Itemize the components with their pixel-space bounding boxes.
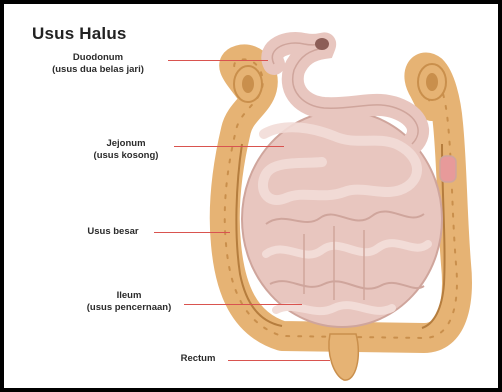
label-ileum: Ileum (usus pencernaan) <box>76 290 182 314</box>
label-large-intestine-name: Usus besar <box>74 226 152 238</box>
leader-ileum <box>184 304 302 305</box>
label-rectum: Rectum <box>170 353 226 365</box>
leader-duodenum <box>168 60 268 61</box>
label-jejunum-name: Jejonum <box>80 138 172 150</box>
appendix-shape <box>440 156 456 182</box>
leader-jejunum <box>174 146 284 147</box>
diagram-title: Usus Halus <box>32 24 127 44</box>
label-rectum-name: Rectum <box>170 353 226 365</box>
leader-large-intestine <box>154 232 230 233</box>
label-duodenum-name: Duodonum <box>34 52 162 64</box>
label-jejunum: Jejonum (usus kosong) <box>80 138 172 162</box>
label-large-intestine: Usus besar <box>74 226 152 238</box>
label-duodenum: Duodonum (usus dua belas jari) <box>34 52 162 76</box>
label-jejunum-sub: (usus kosong) <box>80 150 172 162</box>
leader-rectum <box>228 360 330 361</box>
label-duodenum-sub: (usus dua belas jari) <box>34 64 162 76</box>
rectum-shape <box>329 334 358 380</box>
label-ileum-name: Ileum <box>76 290 182 302</box>
label-ileum-sub: (usus pencernaan) <box>76 302 182 314</box>
